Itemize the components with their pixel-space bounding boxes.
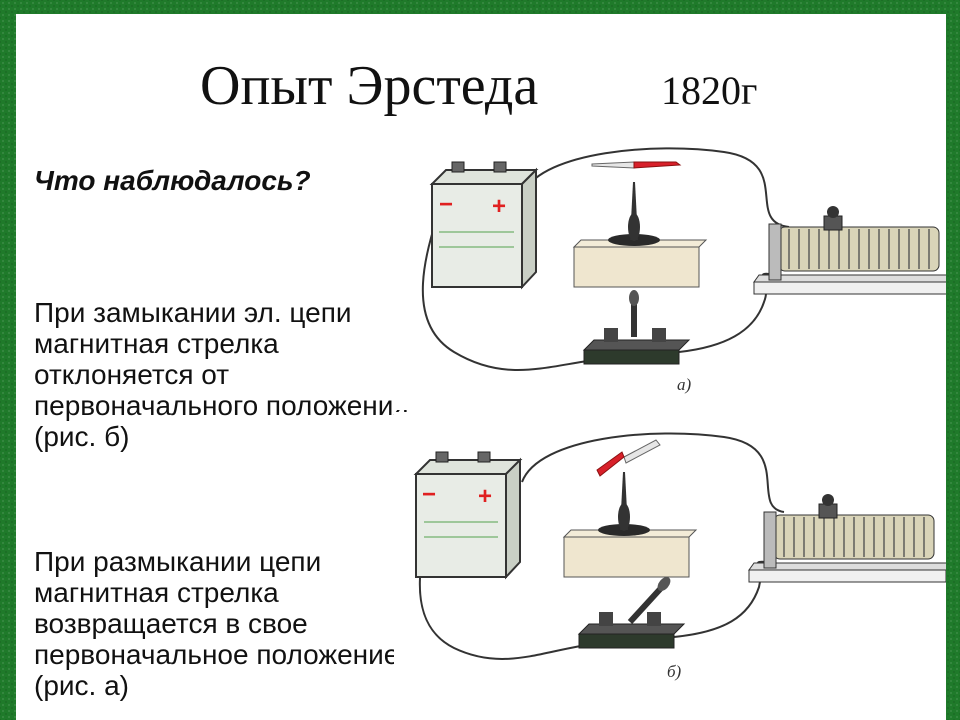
battery: − + bbox=[429, 161, 539, 290]
text-column: Что наблюдалось? При замыкании эл. цепи … bbox=[34, 164, 414, 720]
battery-plus-sign: + bbox=[478, 483, 492, 510]
battery-minus-sign: − bbox=[439, 191, 453, 218]
figure-a: − + bbox=[394, 132, 946, 410]
magnetic-needle-stand bbox=[572, 161, 708, 288]
paragraph-circuit-open: При размыкании цепи магнитная стрелка во… bbox=[34, 546, 408, 701]
wire bbox=[521, 432, 785, 513]
figure-a-drawing: − + bbox=[421, 147, 946, 394]
figure-b: − + bbox=[394, 412, 946, 702]
magnetic-needle-stand-deflected bbox=[562, 439, 698, 578]
battery: − + bbox=[413, 451, 523, 580]
battery-plus-sign: + bbox=[492, 193, 506, 220]
wire bbox=[523, 147, 790, 228]
wire bbox=[421, 191, 595, 371]
title-row: Опыт Эрстеда 1820г bbox=[16, 56, 946, 136]
figure-a-label: а) bbox=[677, 375, 692, 394]
switch-open bbox=[582, 290, 691, 365]
battery-minus-sign: − bbox=[422, 481, 436, 508]
rheostat bbox=[753, 206, 946, 295]
question-heading: Что наблюдалось? bbox=[34, 165, 311, 196]
rheostat bbox=[748, 494, 946, 583]
figure-b-label: б) bbox=[667, 662, 682, 681]
figure-b-drawing: − + bbox=[413, 432, 946, 681]
paragraph-circuit-closed: При замыкании эл. цепи магнитная стрелка… bbox=[34, 297, 414, 452]
slide: Опыт Эрстеда 1820г Что наблюдалось? При … bbox=[16, 14, 946, 720]
switch-closed bbox=[577, 577, 686, 649]
slide-year: 1820г bbox=[661, 68, 758, 113]
slide-title: Опыт Эрстеда bbox=[200, 55, 539, 117]
